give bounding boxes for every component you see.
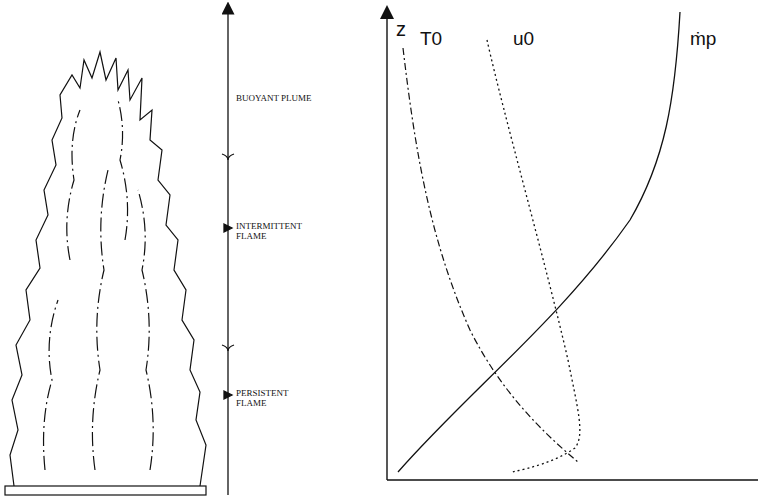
graph-axes — [387, 12, 758, 480]
mass-flow-curve — [398, 12, 680, 472]
zone-axis — [222, 8, 234, 495]
burner-base — [5, 486, 206, 495]
velocity-curve — [487, 40, 580, 472]
curve-label: T0 — [420, 28, 470, 50]
zone-label: INTERMITTENT FLAME — [236, 221, 316, 242]
zone-label: BUOYANT PLUME — [236, 93, 316, 103]
curve-label: u0 — [513, 28, 563, 50]
temperature-curve — [403, 48, 578, 462]
curve-label: ṁp — [690, 28, 750, 50]
flame-drawing — [10, 52, 206, 486]
zone-label: PERSISTENT FLAME — [236, 388, 316, 409]
